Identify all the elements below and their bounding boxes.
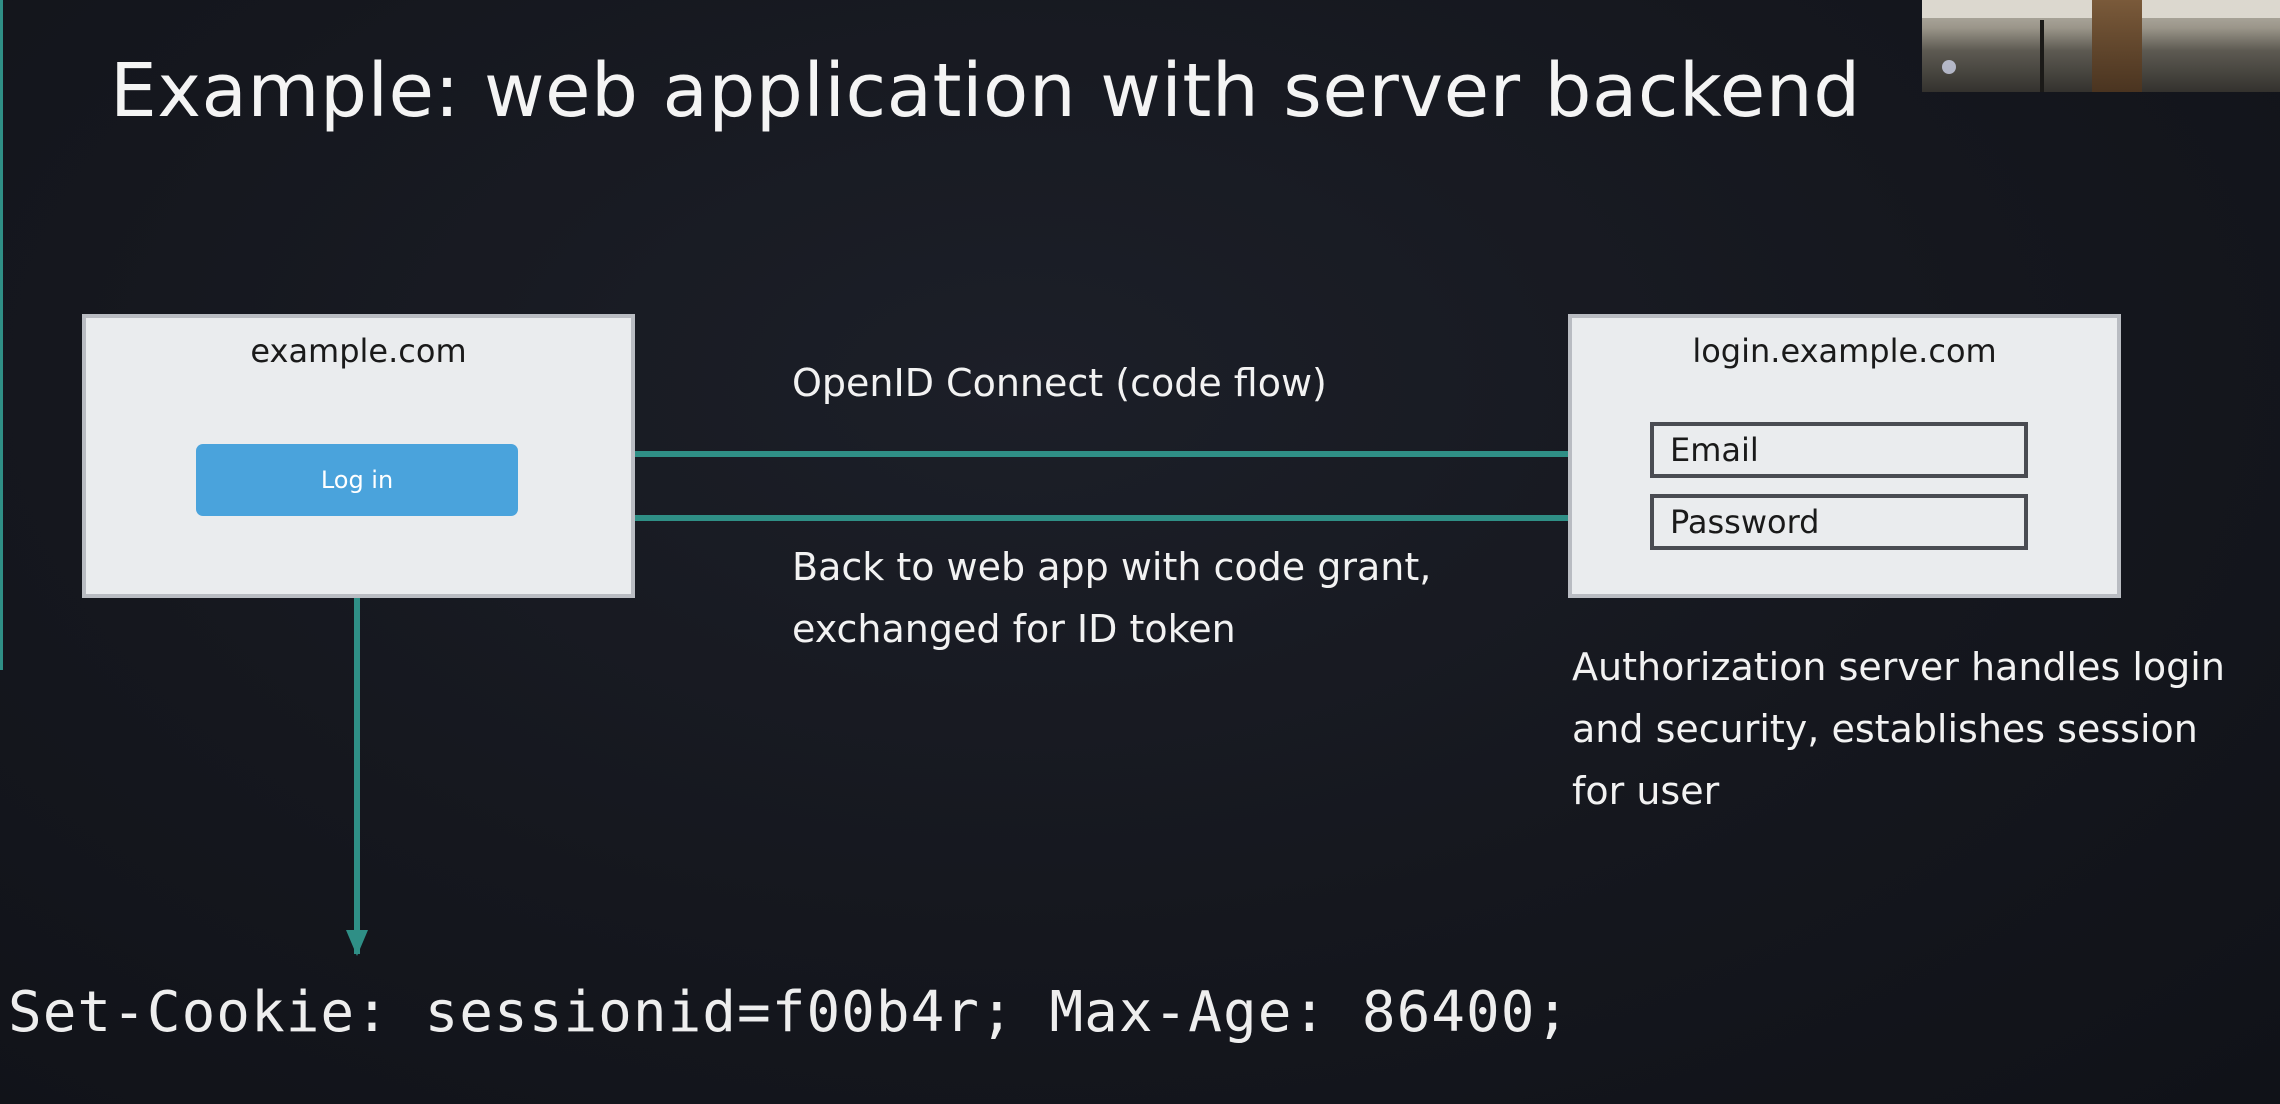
video-speaker-figure: [2092, 0, 2142, 92]
video-stand: [2040, 20, 2044, 92]
speaker-video-inset: [1922, 0, 2280, 92]
slide-title: Example: web application with server bac…: [110, 48, 1861, 134]
auth-server-box: login.example.com Email Password: [1568, 314, 2121, 598]
video-light: [1942, 60, 1956, 74]
email-field[interactable]: Email: [1650, 422, 2028, 478]
openid-flow-label: OpenID Connect (code flow): [792, 361, 1327, 405]
password-field[interactable]: Password: [1650, 494, 2028, 550]
set-cookie-header: Set-Cookie: sessionid=f00b4r; Max-Age: 8…: [8, 980, 1571, 1045]
client-box: example.com Log in: [82, 314, 635, 598]
login-button[interactable]: Log in: [196, 444, 518, 516]
left-accent-bar: [0, 0, 3, 670]
client-domain-label: example.com: [250, 332, 467, 370]
server-domain-label: login.example.com: [1692, 332, 1997, 370]
redirect-back-label: Back to web app with code grant, exchang…: [792, 545, 1432, 651]
auth-server-note: Authorization server handles login and s…: [1572, 645, 2225, 813]
